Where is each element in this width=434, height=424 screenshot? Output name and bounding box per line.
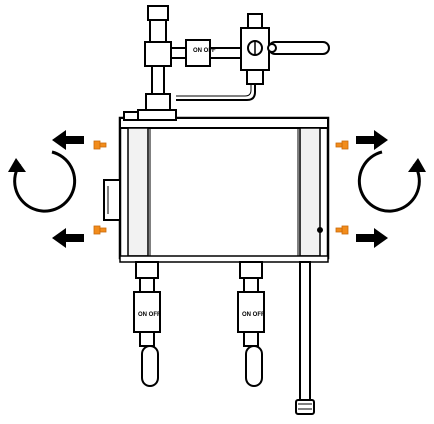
top-left-valve-body [144, 41, 172, 67]
top-left-union [145, 93, 171, 111]
top-right-lever [268, 41, 330, 55]
screw-bottom-right-shaft [335, 227, 343, 233]
bottom-left-nut [135, 261, 159, 279]
top-right-valve-stem [246, 69, 264, 85]
bottom-left-valve-label: ON OFF [138, 312, 161, 318]
screw-top-left-shaft [99, 142, 107, 148]
top-left-valve-label: ON OFF [193, 48, 216, 54]
screw-top-left [93, 140, 107, 150]
arrow-left-bottom [52, 228, 84, 248]
bottom-right-nut [239, 261, 263, 279]
screw-top-right-shaft [335, 142, 343, 148]
bottom-left-lever [141, 345, 159, 387]
enclosure-bottom-lip [119, 255, 329, 263]
screw-bottom-left-shaft [99, 227, 107, 233]
drain-pipe-body [299, 261, 311, 401]
arrow-right-top [356, 130, 388, 150]
drain-pipe [295, 261, 315, 415]
bottom-right-stem [243, 277, 259, 293]
enclosure [103, 116, 330, 263]
screw-top-left-head [93, 140, 101, 150]
top-left-handle-block [185, 39, 211, 67]
top-left-cap [147, 5, 169, 21]
bottom-left-stem [139, 277, 155, 293]
top-right-lever-pivot [267, 43, 277, 53]
enclosure-right-panel [299, 127, 321, 257]
screw-top-right-head [341, 140, 349, 150]
enclosure-side-knob [103, 179, 121, 221]
enclosure-body [118, 116, 330, 260]
bottom-right-lower-stem [243, 331, 259, 347]
top-left-nut [149, 19, 167, 43]
bottom-right-valve-body [237, 291, 265, 333]
enclosure-left-panel [127, 127, 149, 257]
bottom-left-valve [133, 261, 161, 387]
rotation-left [8, 150, 77, 213]
bypass-pipe-inner [176, 84, 252, 97]
bottom-right-valve-label: ON OFF [242, 312, 265, 318]
enclosure-rivet [317, 227, 323, 233]
arrow-left-top [52, 130, 84, 150]
screw-bottom-right [335, 225, 349, 235]
screw-bottom-left [93, 225, 107, 235]
enclosure-top-lip [119, 117, 329, 129]
top-left-pipe-down [151, 65, 165, 95]
top-piping [123, 5, 330, 121]
left-arrows [52, 130, 84, 248]
rotation-right-arrowhead [408, 158, 426, 172]
rotation-left-arc [13, 150, 77, 213]
screw-top-right [335, 140, 349, 150]
top-left-connector [137, 109, 177, 121]
bypass-pipe-outer [176, 84, 256, 101]
drain-pipe-end [295, 399, 315, 415]
rotation-right-arc [357, 150, 421, 213]
bottom-right-valve [237, 261, 265, 387]
arrow-right-bottom [356, 228, 388, 248]
rotation-right [357, 150, 426, 213]
screw-bottom-left-head [93, 225, 101, 235]
top-right-cap [247, 13, 263, 29]
screw-bottom-right-head [341, 225, 349, 235]
rotation-left-arrowhead [8, 158, 26, 172]
right-arrows [356, 130, 388, 248]
mounting-screws [93, 140, 349, 235]
top-fitting [123, 111, 139, 121]
bottom-right-lever [245, 345, 263, 387]
bottom-left-lower-stem [139, 331, 155, 347]
